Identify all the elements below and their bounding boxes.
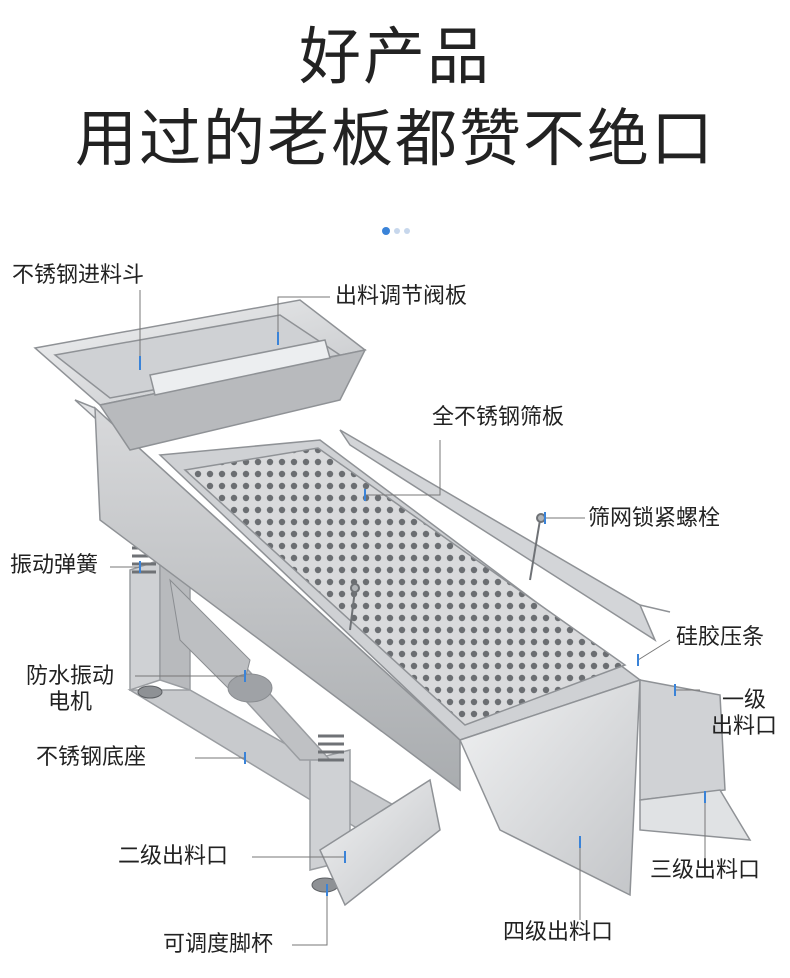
label-outlet-1-line-1: 一级 <box>721 688 766 713</box>
carousel-dot-active[interactable] <box>382 227 390 235</box>
label-silicone-strip: 硅胶压条 <box>676 625 765 650</box>
screen-body <box>74 399 671 792</box>
label-base: 不锈钢底座 <box>36 745 147 770</box>
label-screen-plate: 全不锈钢筛板 <box>432 405 565 430</box>
carousel-dot[interactable] <box>404 228 410 234</box>
label-outlet-4: 四级出料口 <box>503 920 614 945</box>
adjustable-foot <box>137 685 339 893</box>
motor <box>169 578 273 703</box>
label-feed-hopper: 不锈钢进料斗 <box>12 263 145 288</box>
carousel-dot[interactable] <box>394 228 400 234</box>
label-motor-line-2: 电机 <box>47 690 92 715</box>
headline-line-2: 用过的老板都赞不绝口 <box>74 102 715 175</box>
label-vibration-spring: 振动弹簧 <box>10 553 99 578</box>
headline-line-1: 好产品 <box>298 20 491 93</box>
label-lock-bolt: 筛网锁紧螺栓 <box>588 506 721 531</box>
marker-ticks <box>139 332 706 896</box>
label-valve-plate: 出料调节阀板 <box>335 284 468 309</box>
label-outlet-2: 二级出料口 <box>118 844 229 869</box>
label-outlet-3: 三级出料口 <box>650 858 761 883</box>
lock-bolt <box>349 513 546 631</box>
feed-hopper <box>33 299 367 451</box>
carousel-indicator <box>382 227 410 235</box>
label-outlet-1-line-2: 出料口 <box>710 714 777 739</box>
label-outlet-1: 一级 出料口 <box>700 688 788 740</box>
label-motor-line-1: 防水振动 <box>25 664 114 689</box>
label-adjustable-foot: 可调度脚杯 <box>163 932 274 957</box>
discharge-outlets <box>319 678 752 907</box>
label-motor: 防水振动 电机 <box>14 664 126 716</box>
